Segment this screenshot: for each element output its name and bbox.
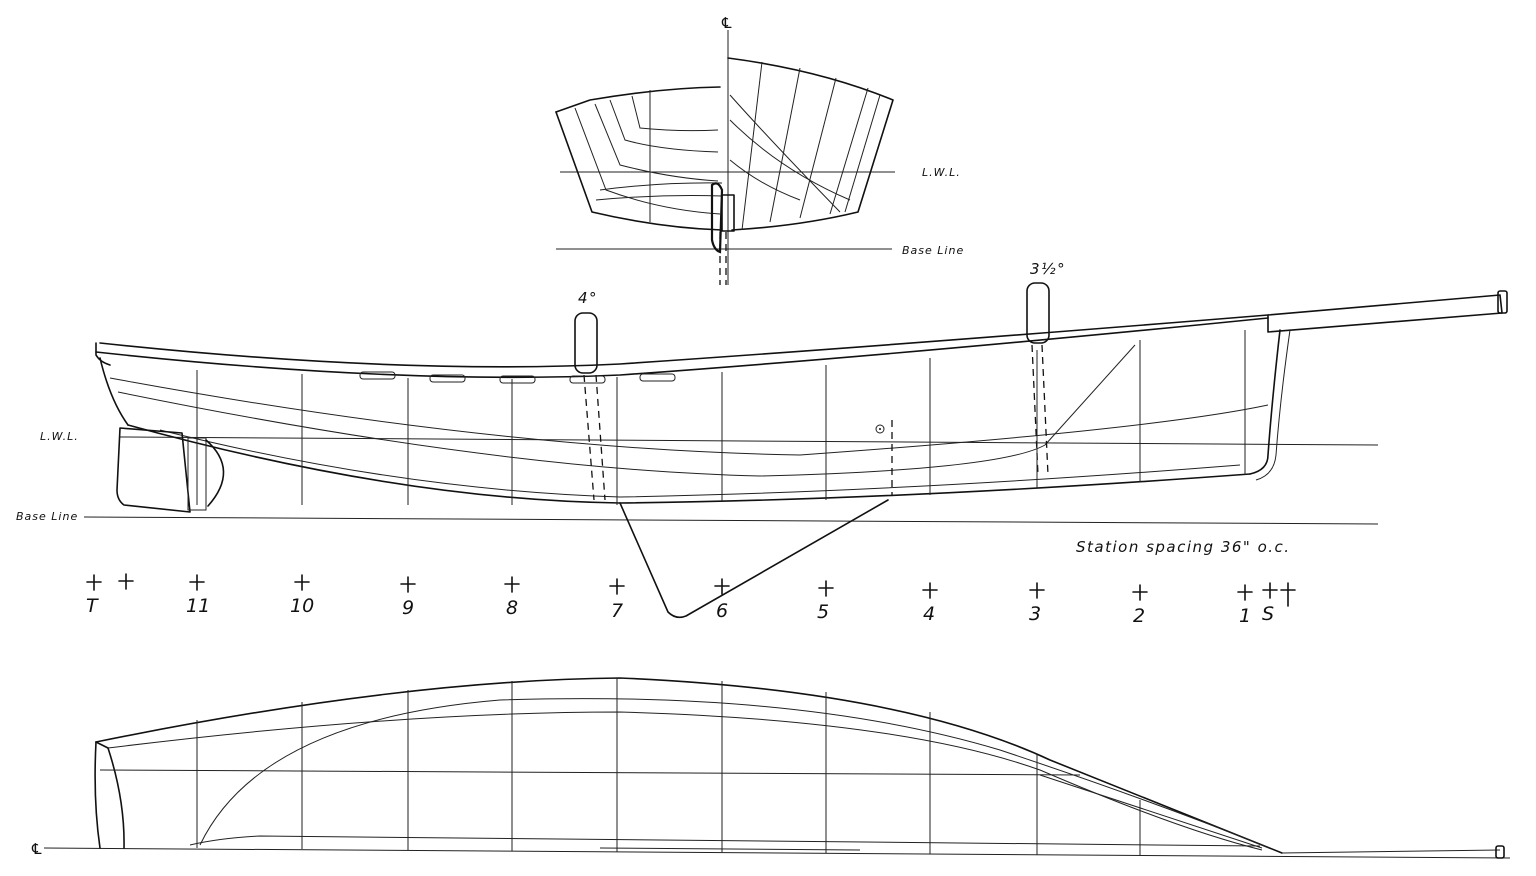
station-label-1: 11	[186, 595, 210, 617]
profile-lwl-line	[119, 436, 1379, 446]
half-breadth-station-lines	[196, 678, 1141, 856]
station-label-3: 9	[402, 597, 414, 619]
centerboard-case-section	[721, 194, 735, 232]
half-breadth-sheer	[95, 677, 1283, 854]
station-label-11: 1	[1239, 605, 1251, 627]
half-breadth-centerline-symbol: ℄	[30, 840, 45, 858]
station-label-0: T	[86, 595, 99, 617]
station-label-2: 10	[290, 595, 314, 617]
profile-station-lines	[196, 330, 1246, 505]
aft-sheer-line	[555, 86, 721, 113]
station-label-10: 2	[1133, 605, 1145, 627]
rudder	[116, 427, 191, 513]
station-label-4: 8	[506, 597, 518, 619]
fwd-outer-section	[727, 57, 894, 231]
body-plan-centerline-symbol: ℄	[720, 14, 735, 32]
station-label-7: 5	[817, 601, 829, 623]
fwd-mast	[1026, 282, 1050, 344]
keel-detail	[710, 182, 724, 254]
fwd-mast-rake: 3½°	[1030, 260, 1066, 278]
hull-bottom	[127, 424, 1251, 504]
body-plan: ℄ L.W.L. Base Line	[555, 14, 964, 285]
station-label-12: S	[1262, 603, 1274, 625]
aft-mast	[574, 312, 598, 374]
station-spacing-note: Station spacing 36" o.c.	[1076, 538, 1291, 556]
profile-base-line-label: Base Line	[16, 510, 78, 523]
centerboard	[619, 499, 889, 619]
half-breadth-plan: ℄	[30, 677, 1511, 859]
body-plan-base-line-label: Base Line	[902, 244, 964, 257]
station-label-8: 4	[923, 603, 935, 625]
aft-mast-rake: 4°	[578, 289, 598, 307]
profile-base-line	[83, 516, 1379, 525]
station-label-5: 7	[611, 600, 623, 622]
bowsprit	[1267, 294, 1503, 333]
sheer-line	[95, 317, 1269, 379]
transom	[99, 357, 129, 426]
profile-lwl-label: L.W.L.	[40, 430, 79, 443]
station-label-6: 6	[716, 600, 728, 622]
half-breadth-centerline	[43, 847, 1511, 859]
aft-outer-section	[555, 111, 723, 231]
station-marks: T 11 10 9 8 7 6 5 4 3 2 1 S	[86, 573, 1296, 627]
station-label-9: 3	[1029, 603, 1041, 625]
stem	[1249, 329, 1281, 475]
rail-line	[99, 314, 1269, 368]
centerboard-pivot	[875, 424, 885, 434]
body-plan-lwl-label: L.W.L.	[922, 166, 961, 179]
profile-view: Base Line L.W.L. 4° 3½	[16, 260, 1508, 619]
